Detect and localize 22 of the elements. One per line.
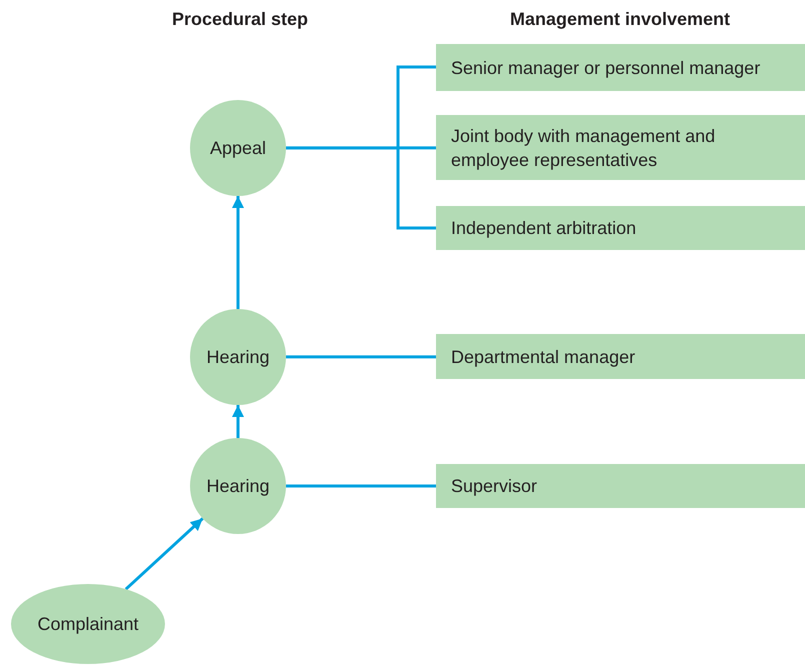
role-box: [436, 44, 805, 91]
arrow: [232, 405, 244, 438]
column-heading: Management involvement: [510, 9, 730, 30]
role-box: [436, 206, 805, 250]
connector-line: [286, 355, 436, 358]
column-heading: Procedural step: [172, 9, 308, 30]
node-label: Senior manager or personnel manager: [451, 56, 760, 80]
arrow: [232, 196, 244, 309]
node-label: Independent arbitration: [451, 217, 636, 240]
node-label: Joint body with management and employee representatives: [451, 124, 716, 172]
role-box: [436, 115, 805, 180]
node-label: Hearing: [206, 346, 270, 369]
node-label: Hearing: [206, 475, 270, 498]
connector-line: [286, 146, 436, 230]
role-box: [436, 464, 805, 508]
role-box: [436, 334, 805, 379]
node-label: Supervisor: [451, 475, 538, 498]
connector-line: [286, 484, 436, 488]
node-label: Departmental manager: [451, 346, 636, 368]
arrow: [124, 517, 204, 590]
node-label: Appeal: [210, 137, 266, 160]
node-label: Complainant: [37, 613, 139, 636]
